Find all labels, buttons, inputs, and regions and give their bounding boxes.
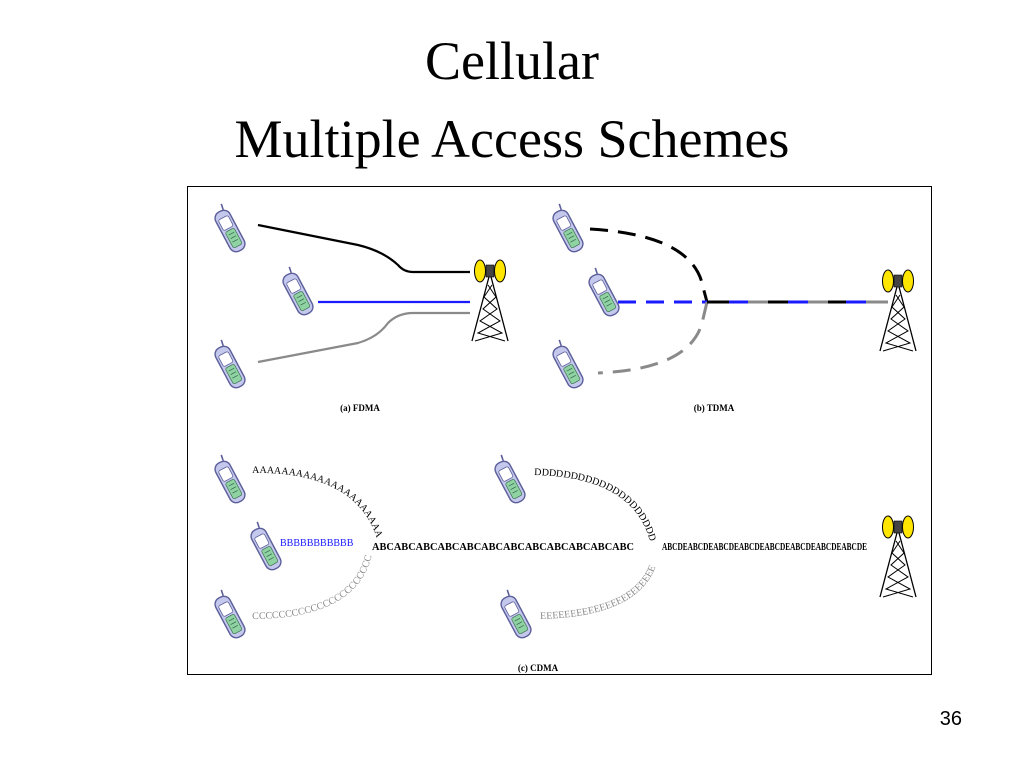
mobile-phone-icon	[546, 337, 587, 391]
cdma-signal-b: BBBBBBBBBBB	[280, 538, 354, 549]
slide-title-line-2: Multiple Access Schemes	[234, 109, 790, 169]
fdma-caption: (a) FDMA	[340, 403, 380, 413]
cdma-signal-a-text: AAAAAAAAAAAAAAAAAAAAA	[252, 465, 385, 540]
tdma-slot-gray	[597, 301, 709, 375]
cdma-signal-b-text: BBBBBBBBBBB	[280, 538, 354, 549]
cdma-panel: AAAAAAAAAAAAAAAAAAAAA BBBBBBBBBBB CCCCCC…	[208, 452, 917, 673]
multiple-access-diagram: (a) FDMA (b) TDMA AAAAAAAAAAAAAAAAAAAAA	[187, 186, 932, 675]
mobile-phone-icon	[494, 587, 535, 641]
mobile-phone-icon	[208, 337, 249, 391]
cdma-signal-d-text: DDDDDDDDDDDDDDDDDDDD	[534, 467, 658, 542]
mobile-phone-icon	[244, 519, 285, 573]
mobile-phone-icon	[488, 452, 529, 506]
base-station-tower-icon	[879, 269, 917, 352]
fdma-panel: (a) FDMA	[208, 201, 509, 413]
cdma-combined-signal-abc: ABCABCABCABCABCABCABCABCABCABCABCABC	[372, 542, 634, 553]
tdma-panel: (b) TDMA	[546, 201, 917, 413]
slide-title-line-1: Cellular	[425, 31, 599, 91]
base-station-tower-icon	[471, 259, 509, 342]
mobile-phone-icon	[208, 452, 249, 506]
cdma-caption: (c) CDMA	[518, 663, 559, 673]
tdma-slot-black	[589, 227, 709, 303]
mobile-phone-icon	[208, 587, 249, 641]
mobile-phone-icon	[582, 265, 623, 319]
tdma-caption: (b) TDMA	[694, 403, 735, 413]
fdma-channel-black	[257, 223, 470, 274]
cdma-signal-e: EEEEEEEEEEEEEEEEEEEEEE	[540, 564, 658, 622]
cdma-signal-d: DDDDDDDDDDDDDDDDDDDD	[534, 467, 658, 542]
fdma-channel-gray	[257, 311, 470, 364]
cdma-combined-signal-abcde: ABCDEABCDEABCDEABCDEABCDEABCDEABCDEABCDE	[662, 542, 867, 553]
mobile-phone-icon	[546, 201, 587, 255]
mobile-phone-icon	[276, 264, 317, 318]
mobile-phone-icon	[208, 201, 249, 255]
cdma-signal-a: AAAAAAAAAAAAAAAAAAAAA	[252, 465, 385, 540]
page-number: 36	[939, 708, 962, 730]
cdma-signal-e-text: EEEEEEEEEEEEEEEEEEEEEE	[540, 564, 658, 622]
base-station-tower-icon	[879, 515, 917, 598]
